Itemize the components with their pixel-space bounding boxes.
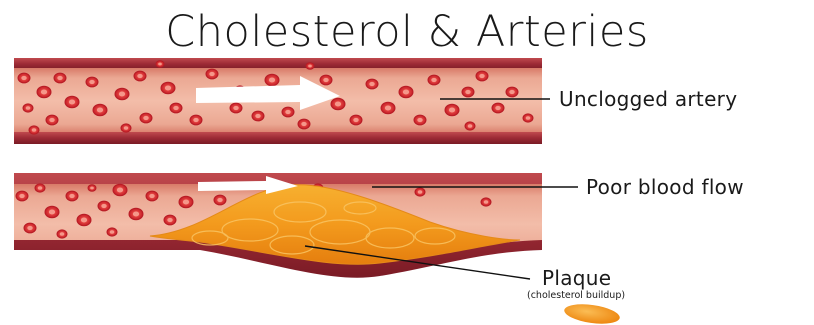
red-blood-cell-center [255, 114, 260, 118]
diagram-title: Cholesterol & Arteries [165, 7, 648, 57]
red-blood-cell-center [335, 102, 341, 107]
red-blood-cell-center [60, 232, 65, 236]
red-blood-cell-center [117, 188, 123, 193]
red-blood-cell-center [101, 204, 106, 208]
red-blood-cell-center [183, 200, 189, 205]
red-blood-cell-center [32, 128, 37, 132]
unclogged-artery [14, 58, 542, 144]
red-blood-cell-center [49, 118, 54, 122]
red-blood-cell-center [27, 226, 32, 230]
cholesterol-droplet-icon [563, 301, 621, 325]
red-blood-cell-center [403, 90, 409, 95]
red-blood-cell-center [19, 194, 24, 198]
red-blood-cell-center [133, 212, 139, 217]
label-plaque-sub: (cholesterol buildup) [527, 290, 625, 301]
red-blood-cell-center [173, 106, 178, 110]
red-blood-cell-center [167, 218, 172, 222]
red-blood-cell-center [193, 118, 198, 122]
red-blood-cell-center [21, 76, 26, 80]
red-blood-cell-center [526, 116, 531, 120]
red-blood-cell-center [69, 100, 75, 105]
red-blood-cell-center [110, 230, 115, 234]
red-blood-cell-center [509, 90, 514, 94]
artery-wall-bottom [14, 132, 542, 144]
red-blood-cell-center [418, 190, 423, 194]
red-blood-cell-center [137, 74, 142, 78]
red-blood-cell-center [41, 90, 47, 95]
red-blood-cell-center [269, 78, 275, 83]
red-blood-cell-center [165, 86, 171, 91]
red-blood-cell-center [308, 65, 312, 68]
red-blood-cell-center [449, 108, 455, 113]
red-blood-cell-center [143, 116, 148, 120]
red-blood-cell-center [49, 210, 55, 215]
red-blood-cell-center [479, 74, 484, 78]
red-blood-cell-center [209, 72, 214, 76]
red-blood-cell-center [38, 186, 43, 190]
label-unclogged-artery: Unclogged artery [559, 87, 737, 111]
label-plaque: Plaque [542, 266, 611, 290]
red-blood-cell-center [149, 194, 154, 198]
red-blood-cell-center [385, 106, 391, 111]
red-blood-cell-center [431, 78, 436, 82]
red-blood-cell-center [468, 124, 473, 128]
red-blood-cell-center [417, 118, 422, 122]
red-blood-cell-center [97, 108, 103, 113]
red-blood-cell-center [90, 187, 94, 190]
red-blood-cell-center [81, 218, 87, 223]
red-blood-cell-center [57, 76, 62, 80]
red-blood-cell-center [465, 90, 470, 94]
red-blood-cell-center [89, 80, 94, 84]
red-blood-cell-center [301, 122, 306, 126]
red-blood-cell-center [124, 126, 129, 130]
clogged-artery [14, 173, 542, 278]
label-poor-blood-flow: Poor blood flow [586, 175, 744, 199]
red-blood-cell-center [484, 200, 489, 204]
red-blood-cell-center [119, 92, 125, 97]
red-blood-cell-center [217, 198, 222, 202]
red-blood-cell-center [26, 106, 31, 110]
red-blood-cell-center [233, 106, 238, 110]
red-blood-cell-center [323, 78, 328, 82]
red-blood-cell-center [495, 106, 500, 110]
red-blood-cell-center [158, 63, 162, 66]
red-blood-cell-center [69, 194, 74, 198]
red-blood-cell-center [369, 82, 374, 86]
red-blood-cell-center [285, 110, 290, 114]
red-blood-cell-center [353, 118, 358, 122]
